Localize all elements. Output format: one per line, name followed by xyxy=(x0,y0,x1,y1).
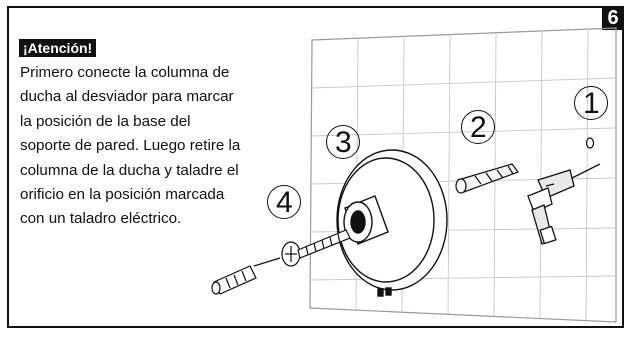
callout-4: 4 xyxy=(276,186,293,219)
callout-ring xyxy=(326,125,360,159)
screwdriver-icon xyxy=(211,257,281,295)
electric-drill-icon xyxy=(527,163,601,245)
callout-2: 2 xyxy=(470,111,487,144)
attention-label: ¡Atención! xyxy=(19,39,97,57)
instruction-line: con un taladro eléctrico. xyxy=(20,210,182,228)
wall-bracket-base-icon xyxy=(336,149,448,297)
instruction-panel xyxy=(7,6,624,328)
callout-3: 3 xyxy=(335,126,352,159)
step-number-badge: 6 xyxy=(602,6,624,30)
instruction-line: Primero conecte la columna de xyxy=(20,64,230,81)
instruction-line: la posición de la base del xyxy=(20,112,191,130)
instruction-line: soporte de pared. Luego retire la xyxy=(20,137,241,155)
instruction-text: Primero conecte la columna de ducha al d… xyxy=(20,61,280,232)
instruction-line: ducha al desviador para marcar xyxy=(20,88,234,106)
wall-anchor-icon xyxy=(455,163,519,194)
drill-hole-icon xyxy=(585,137,595,149)
callout-ring xyxy=(574,86,608,120)
screw-icon xyxy=(281,229,351,267)
instruction-line: orificio en la posición marcada xyxy=(20,186,225,204)
callout-ring xyxy=(267,185,301,219)
callout-1: 1 xyxy=(583,87,600,120)
instruction-line: columna de la ducha y taladre el xyxy=(20,161,239,179)
callout-ring xyxy=(461,110,495,144)
